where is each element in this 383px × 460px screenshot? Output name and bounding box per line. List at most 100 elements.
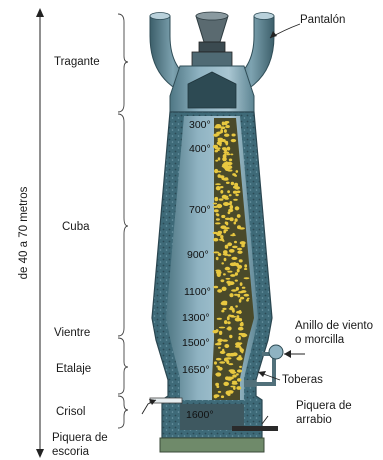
label-anillo-2: o morcilla xyxy=(295,334,345,346)
charge-particle xyxy=(236,170,239,173)
charge-particle xyxy=(216,257,219,260)
charge-particle xyxy=(244,294,250,297)
charge-particle xyxy=(232,352,237,356)
charge-particle xyxy=(223,273,226,275)
charge-particle xyxy=(219,331,222,335)
charge-particle xyxy=(225,197,229,200)
charge-particle xyxy=(231,257,237,260)
charge-particle xyxy=(237,251,242,254)
charge-particle xyxy=(220,190,223,194)
charge-particle xyxy=(226,328,231,330)
hearth-base xyxy=(160,438,264,452)
charge-particle xyxy=(235,318,241,322)
charge-particle xyxy=(214,169,218,173)
charge-particle xyxy=(216,372,222,376)
charge-particle xyxy=(239,366,242,368)
charge-particle xyxy=(223,202,229,206)
zone-label-vientre: Vientre xyxy=(54,327,90,339)
temperature-label: 1500° xyxy=(182,337,210,349)
charge-particle xyxy=(236,311,242,314)
charge-particle xyxy=(213,145,218,149)
charge-particle xyxy=(219,327,225,329)
charging-hopper xyxy=(192,12,232,66)
charge-particle xyxy=(233,191,238,194)
charge-particle xyxy=(235,280,238,282)
label-pantalon: Pantalón xyxy=(300,14,345,26)
charge-particle xyxy=(219,361,225,364)
charge-particle xyxy=(215,160,218,162)
charge-particle xyxy=(222,308,226,310)
charge-particle xyxy=(213,238,218,242)
charge-particle xyxy=(215,183,221,185)
charge-particle xyxy=(225,121,229,123)
charge-particle xyxy=(218,391,221,393)
charge-particle xyxy=(227,169,232,171)
charge-particle xyxy=(229,335,232,338)
charge-particle xyxy=(230,205,234,209)
charge-particle xyxy=(223,151,229,153)
charge-particle xyxy=(237,225,241,229)
label-piquera-arrabio-1: Piquera de xyxy=(296,400,352,412)
charge-particle xyxy=(213,203,217,205)
charge-particle xyxy=(223,166,229,170)
charge-particle xyxy=(218,253,222,256)
charge-particle xyxy=(213,206,218,208)
charge-particle xyxy=(224,320,227,324)
charge-particle xyxy=(225,245,229,249)
charge-particle xyxy=(221,395,224,398)
charge-particle xyxy=(221,302,225,304)
charge-particle xyxy=(237,248,242,250)
charge-particle xyxy=(222,287,227,291)
charge-particle xyxy=(217,342,222,345)
charge-particle xyxy=(220,126,225,129)
charge-particle xyxy=(235,346,241,348)
charge-particle xyxy=(234,175,237,177)
zone-braces xyxy=(118,14,128,428)
charge-particle xyxy=(234,294,238,296)
charge-particle xyxy=(224,149,228,152)
charge-particle xyxy=(220,225,226,229)
charge-particle xyxy=(226,222,228,226)
charge-particle xyxy=(213,330,218,332)
charge-particle xyxy=(225,267,230,271)
charge-particle xyxy=(217,289,222,293)
temperature-label: 400° xyxy=(189,143,211,155)
charge-particle xyxy=(227,316,230,320)
charge-particle xyxy=(229,249,235,253)
charge-particle xyxy=(232,246,238,249)
charge-particle xyxy=(241,290,247,293)
charge-particle xyxy=(227,393,230,396)
charge-particle xyxy=(240,282,243,286)
charge-particle xyxy=(233,199,238,201)
charge-particle xyxy=(229,281,235,285)
label-piquera-arrabio-2: arrabio xyxy=(296,414,332,426)
charge-particle xyxy=(235,218,238,222)
charge-particle xyxy=(214,361,217,364)
charge-particle xyxy=(232,233,234,235)
charge-particle xyxy=(216,218,220,220)
charge-particle xyxy=(234,222,237,225)
charge-particle xyxy=(214,209,218,212)
height-label: de 40 a 70 metros xyxy=(18,186,30,279)
charge-particle xyxy=(227,147,230,151)
charge-particle xyxy=(232,309,235,313)
temperature-label: 700° xyxy=(189,204,211,216)
charge-particle xyxy=(221,279,225,282)
charge-particle xyxy=(238,336,241,340)
charge-particle xyxy=(213,251,219,253)
zone-label-etalaje: Etalaje xyxy=(56,363,91,375)
zone-label-tragante: Tragante xyxy=(54,56,100,68)
zone-label-crisol: Crisol xyxy=(56,406,85,418)
charge-particle xyxy=(237,369,242,372)
charge-particle xyxy=(244,277,250,279)
charge-particle xyxy=(214,197,218,201)
iron-notch xyxy=(232,426,278,431)
charge-particle xyxy=(241,349,243,353)
charge-particle xyxy=(239,342,243,344)
charge-particle xyxy=(230,217,234,221)
brace-cuba xyxy=(118,114,128,336)
charge-particle xyxy=(230,274,235,277)
charge-particle xyxy=(213,286,218,289)
charge-particle xyxy=(217,339,222,343)
